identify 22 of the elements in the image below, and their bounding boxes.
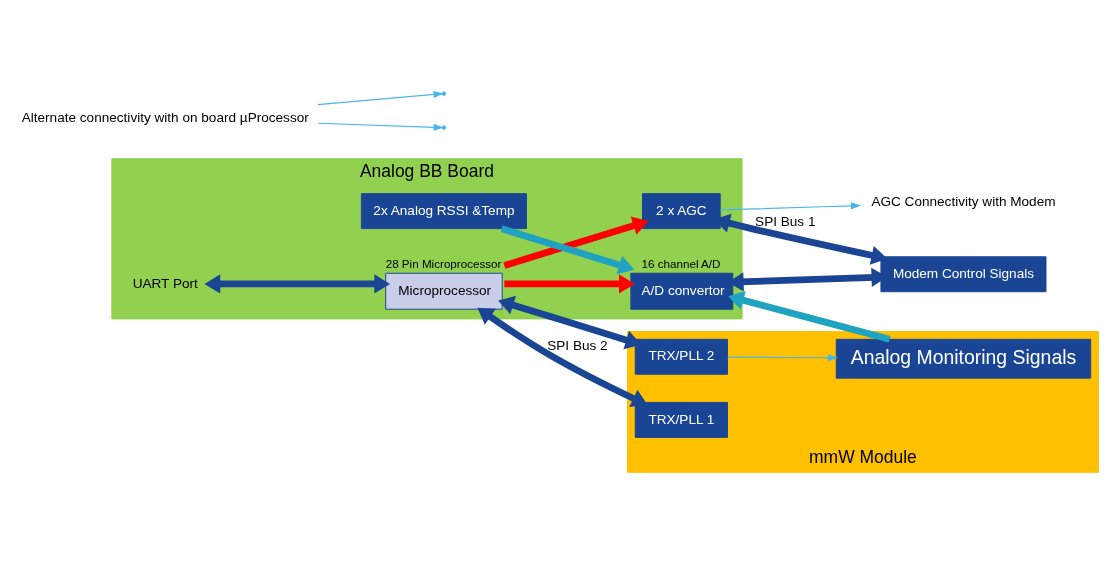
node-box: Analog Monitoring Signals (835, 338, 1092, 379)
arrow (317, 122, 444, 131)
node-label: 28 Pin Microprocessor (385, 256, 502, 270)
arrow (503, 215, 649, 269)
node-text: AGC Connectivity with Modem (871, 193, 1056, 209)
node-box: Modem Control Signals (880, 255, 1047, 292)
node-text: UART Port (132, 275, 198, 291)
arrow (500, 224, 635, 274)
edge-label: SPI Bus 1 (755, 213, 816, 229)
node-box: TRX/PLL 1 (634, 401, 728, 438)
node-label: 16 channel A/D (641, 256, 721, 270)
node-box: 2 x AGC (642, 192, 721, 229)
arrow (728, 290, 891, 343)
arrow (477, 307, 648, 407)
node-text: Alternate connectivity with on board µProcessor (21, 109, 309, 124)
arrow (317, 90, 444, 105)
node-box: 2x Analog RSSI &Temp (360, 192, 527, 229)
node-box: TRX/PLL 2 (634, 338, 728, 375)
edge-label: SPI Bus 2 (547, 337, 608, 353)
arrow (204, 273, 391, 294)
arrow (727, 353, 838, 361)
arrow (719, 201, 862, 211)
